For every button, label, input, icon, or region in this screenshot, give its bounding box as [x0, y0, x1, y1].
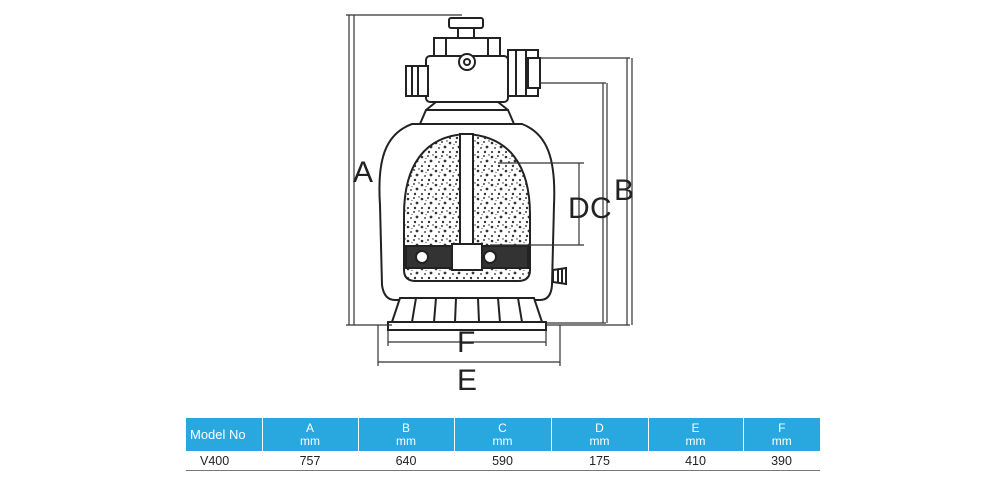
filter-tank: [378, 109, 567, 301]
cell-d: 175: [551, 451, 648, 471]
dim-label-e: E: [457, 364, 477, 397]
cell-f: 390: [743, 451, 820, 471]
lateral-right-end: [483, 250, 497, 264]
dim-label-b: B: [614, 174, 634, 207]
cell-e: 410: [648, 451, 743, 471]
dim-label-a: A: [353, 156, 373, 189]
cell-model: V400: [186, 451, 262, 471]
filter-dimension-diagram: A D C B F E: [346, 14, 634, 397]
header-model-no: Model No: [186, 418, 263, 451]
cell-a: 757: [262, 451, 358, 471]
center-pipe: [459, 133, 474, 245]
tank-neck: [418, 109, 516, 125]
multiport-valve: [405, 17, 541, 111]
hub: [451, 243, 483, 271]
dimension-lines: [346, 14, 633, 366]
table-row: V400 757 640 590 175 410 390: [186, 451, 820, 471]
dim-label-c: C: [590, 192, 612, 225]
lateral-left-end: [415, 250, 429, 264]
dim-label-f: F: [457, 326, 475, 359]
base-stand: [387, 297, 547, 331]
dim-label-d: D: [568, 192, 590, 225]
cell-c: 590: [454, 451, 551, 471]
cell-b: 640: [358, 451, 454, 471]
drain-plug: [552, 266, 567, 286]
